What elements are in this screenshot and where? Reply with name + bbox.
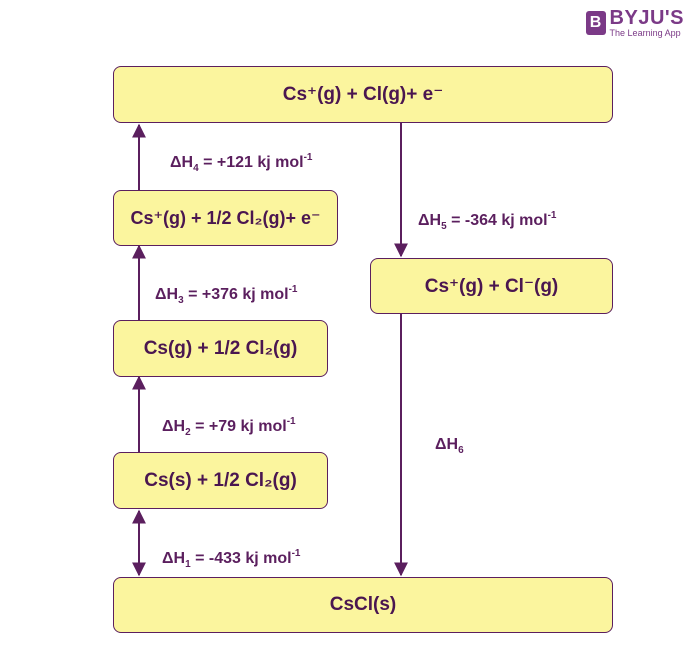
logo-tagline: The Learning App: [609, 28, 681, 38]
state-top-text: Cs⁺(g) + Cl(g)+ e⁻: [282, 84, 444, 105]
state-ions: Cs⁺(g) + Cl⁻(g): [370, 258, 613, 314]
label-h5: ΔH5 = -364 kj mol-1: [418, 210, 557, 232]
logo-text: BYJU'S The Learning App: [610, 8, 684, 38]
label-h1: ΔH1 = -433 kj mol-1: [162, 548, 301, 570]
label-h6: ΔH6: [435, 436, 464, 456]
state-cs-gas-text: Cs(g) + 1/2 Cl₂(g): [143, 337, 298, 359]
state-bottom: CsCl(s): [113, 577, 613, 633]
state-bottom-text: CsCl(s): [329, 594, 397, 615]
state-ions-text: Cs⁺(g) + Cl⁻(g): [424, 275, 559, 297]
state-top: Cs⁺(g) + Cl(g)+ e⁻: [113, 66, 613, 123]
label-h3: ΔH3 = +376 kj mol-1: [155, 284, 298, 306]
state-cs-gas: Cs(g) + 1/2 Cl₂(g): [113, 320, 328, 377]
logo-mark-icon: B: [585, 11, 606, 35]
label-h2: ΔH2 = +79 kj mol-1: [162, 416, 296, 438]
state-cs-ion-half-cl2-text: Cs⁺(g) + 1/2 Cl₂(g)+ e⁻: [130, 207, 321, 228]
logo-name: BYJU'S: [609, 7, 684, 29]
state-cs-solid-text: Cs(s) + 1/2 Cl₂(g): [144, 469, 297, 491]
label-h4: ΔH4 = +121 kj mol-1: [170, 152, 313, 174]
state-cs-solid: Cs(s) + 1/2 Cl₂(g): [113, 452, 328, 509]
state-cs-ion-half-cl2: Cs⁺(g) + 1/2 Cl₂(g)+ e⁻: [113, 190, 338, 246]
byjus-logo: B BYJU'S The Learning App: [585, 8, 684, 38]
